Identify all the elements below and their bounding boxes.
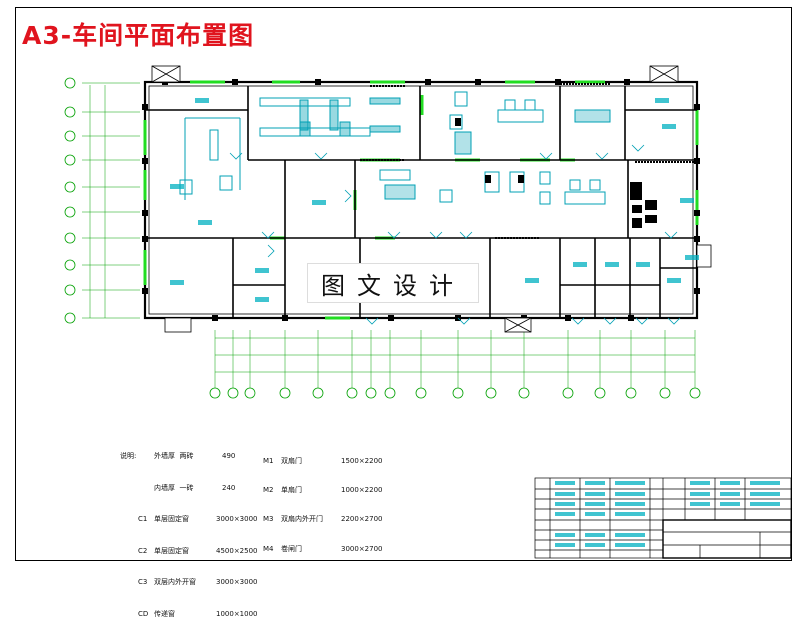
watermark: 图文设计 [307, 263, 479, 303]
door-code: M2 [263, 485, 274, 494]
drawing-sheet: A3-车间平面布置图 [15, 7, 792, 618]
room-labels [170, 98, 699, 302]
notes: 说明: 外墙厚 两砖 490 内墙厚 一砖 240 C1 单层固定窗 3000×… [120, 430, 258, 640]
note-value: 240 [222, 483, 236, 492]
door-name: 双扇内外开门 [281, 515, 323, 524]
axis-bubbles-left [64, 77, 76, 324]
door-value: 2200×2700 [341, 515, 383, 524]
axis-grid [82, 82, 695, 373]
door-schedule: M1 双扇门 1500×2200 M2 单扇门 1000×2200 M3 双扇内… [263, 437, 383, 574]
door-name: 双扇门 [281, 456, 302, 465]
door-code: M1 [263, 456, 274, 465]
drawing-frame [15, 7, 792, 561]
door-name: 单扇门 [281, 485, 302, 494]
door-value: 3000×2700 [341, 544, 383, 553]
drawing-title: A3-车间平面布置图 [22, 21, 255, 50]
door-value: 1500×2200 [341, 456, 383, 465]
note-name: 双层内外开窗 [154, 578, 196, 586]
note-name: 单层固定窗 [154, 515, 189, 523]
door-code: M3 [263, 515, 274, 524]
note-name: 外墙厚 两砖 [154, 452, 194, 460]
title-block-entries [555, 481, 780, 547]
door-value: 1000×2200 [341, 485, 383, 494]
note-value: 1000×1000 [216, 609, 258, 618]
equipment [179, 91, 611, 205]
note-code: C1 [138, 515, 148, 523]
doors [229, 144, 681, 325]
note-name: 内墙厚 一砖 [154, 483, 194, 492]
floor-plan [64, 65, 792, 559]
note-name: 单层固定窗 [154, 546, 189, 555]
notes-label: 说明: [120, 452, 137, 460]
title-block [534, 477, 792, 559]
note-value: 3000×3000 [216, 515, 258, 523]
note-name: 传递窗 [154, 609, 175, 618]
note-value: 3000×3000 [216, 578, 258, 586]
note-value: 4500×2500 [216, 546, 258, 555]
note-code: CD [138, 609, 149, 618]
pipe-racks [360, 83, 695, 239]
note-code: C3 [138, 578, 148, 586]
entrance-canopies [151, 65, 712, 333]
note-value: 490 [222, 452, 236, 460]
door-name: 卷闸门 [281, 544, 302, 553]
equipment-racks [455, 118, 657, 228]
axis-bubbles-bottom [209, 387, 701, 399]
interior-walls [145, 86, 697, 318]
door-code: M4 [263, 544, 274, 553]
note-code: C2 [138, 546, 148, 555]
